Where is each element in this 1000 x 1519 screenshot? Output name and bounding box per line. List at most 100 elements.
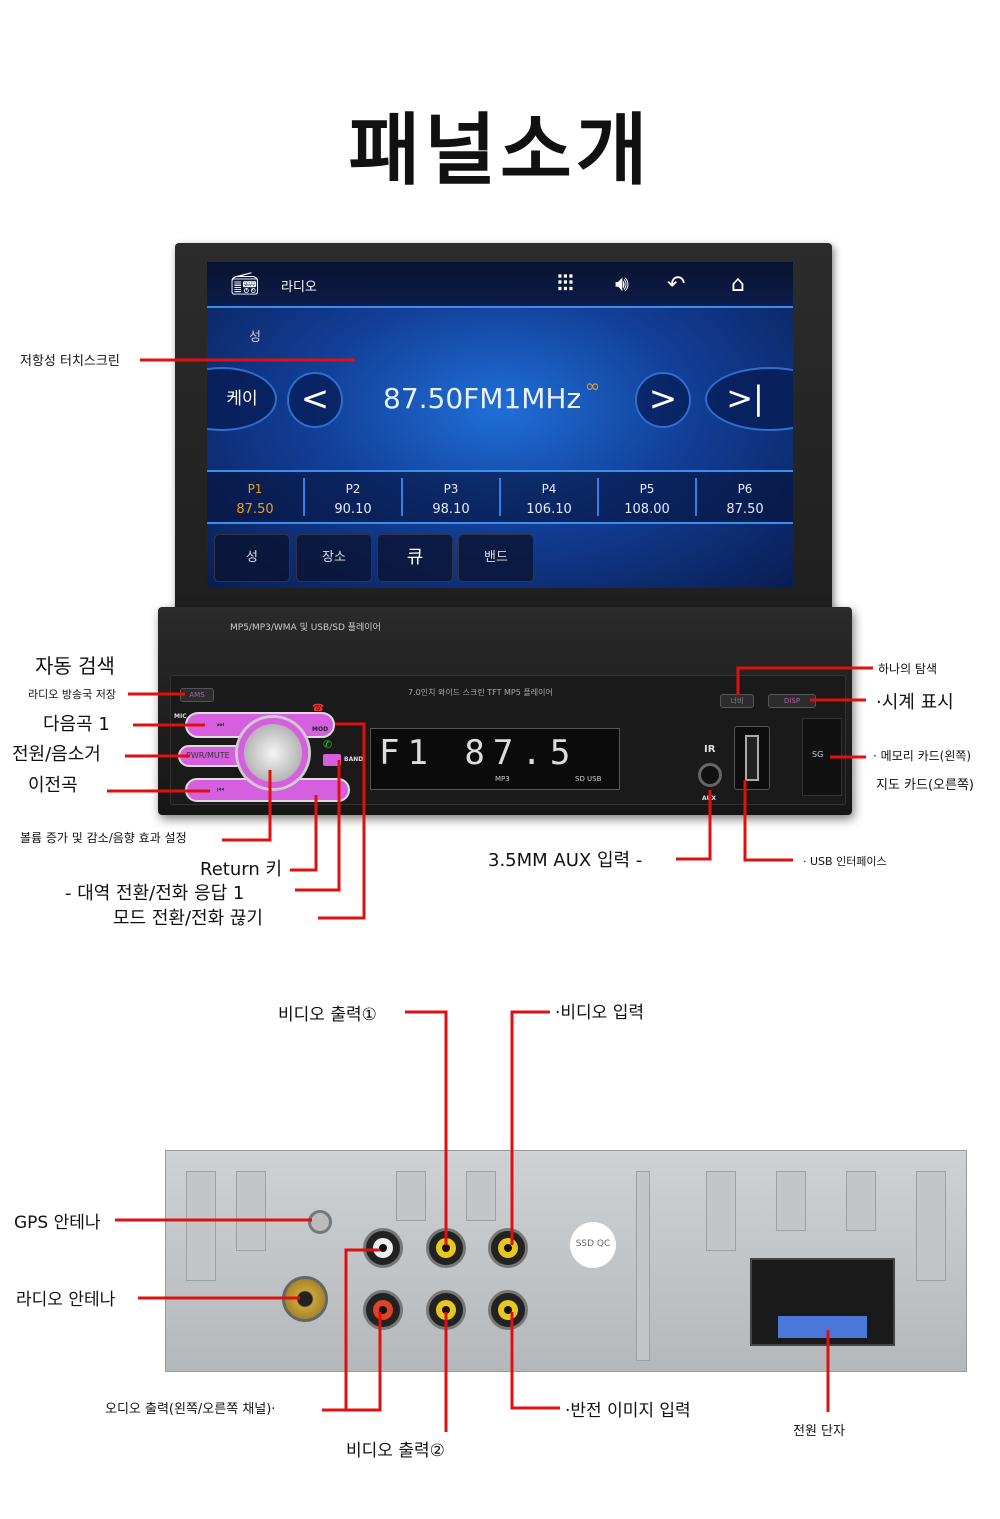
panel-rib bbox=[846, 1171, 876, 1231]
prev-station-button[interactable]: < bbox=[287, 372, 343, 428]
preset-p1[interactable]: P1 87.50 bbox=[207, 478, 305, 517]
screen-topbar: 📻︎ 라디오 ⫶⫶⫶ 🔊︎ ↶ ⌂ bbox=[207, 262, 793, 308]
aux-jack[interactable] bbox=[698, 763, 722, 787]
preset-p4[interactable]: P4 106.10 bbox=[501, 478, 599, 517]
preset-name: P5 bbox=[639, 482, 655, 496]
preset-value: 87.50 bbox=[726, 502, 764, 517]
left-seek-button[interactable]: 케이 bbox=[207, 367, 277, 431]
label-memory-card: · 메모리 카드(왼쪽) bbox=[873, 749, 972, 763]
label-next-track: 다음곡 1 bbox=[43, 714, 110, 735]
label-aux: 3.5MM AUX 입력 - bbox=[488, 850, 643, 871]
left-seek-label: 케이 bbox=[226, 389, 258, 409]
phone-answer-icon: ✆ bbox=[323, 738, 333, 751]
front-display: F1 87.5 MP3 SD USB bbox=[370, 728, 620, 790]
panel-rib bbox=[916, 1171, 946, 1281]
label-reverse-input: ·반전 이미지 입력 bbox=[565, 1401, 691, 1421]
touch-screen[interactable]: 📻︎ 라디오 ⫶⫶⫶ 🔊︎ ↶ ⌂ 성 케이 < 87.50FM1MHz ∞ >… bbox=[207, 262, 793, 588]
usb-port[interactable] bbox=[734, 726, 770, 790]
ir-label: IR bbox=[704, 744, 716, 755]
skip-end-button[interactable]: >| bbox=[705, 367, 793, 431]
preset-p2[interactable]: P2 90.10 bbox=[305, 478, 403, 517]
label-usb: · USB 인터페이스 bbox=[803, 855, 887, 868]
home-icon[interactable]: ⌂ bbox=[731, 272, 745, 297]
label-save-station: 라디오 방송국 저장 bbox=[28, 688, 116, 701]
label-band: - 대역 전환/전화 응답 1 bbox=[65, 883, 245, 904]
label-gps: GPS 안테나 bbox=[14, 1213, 101, 1233]
label-touchscreen: 저항성 터치스크린 bbox=[20, 354, 120, 369]
ams-button[interactable]: AMS bbox=[180, 688, 214, 702]
preset-name: P4 bbox=[541, 482, 557, 496]
screen-button-band[interactable]: 밴드 bbox=[458, 534, 534, 582]
disp-button[interactable]: DISP bbox=[768, 694, 816, 708]
label-mode: 모드 전환/전화 끊기 bbox=[113, 908, 263, 929]
equalizer-icon[interactable]: ⫶⫶⫶ bbox=[557, 272, 574, 297]
sg-label: SG bbox=[812, 750, 824, 759]
nav-button[interactable]: 너비 bbox=[720, 694, 754, 708]
panel-rib bbox=[706, 1171, 736, 1251]
band-label: BAND bbox=[344, 756, 364, 763]
video-out-jack-yellow[interactable] bbox=[426, 1228, 466, 1268]
label-volume: 볼륨 증가 및 감소/음향 효과 설정 bbox=[20, 831, 187, 845]
preset-value: 106.10 bbox=[526, 502, 572, 517]
preset-value: 98.10 bbox=[432, 502, 470, 517]
panel-rib bbox=[636, 1171, 650, 1361]
label-audio-out: 오디오 출력(왼쪽/오른쪽 채널)· bbox=[105, 1402, 276, 1417]
qc-sticker: SSD QC bbox=[570, 1222, 616, 1268]
label-power-terminal: 전원 단자 bbox=[793, 1424, 845, 1439]
station-label: 성 bbox=[249, 330, 261, 345]
model-text: 7.0인치 와이드 스크린 TFT MP5 플레이어 bbox=[408, 688, 553, 697]
preset-value: 90.10 bbox=[334, 502, 372, 517]
mod-label: MOD bbox=[312, 726, 329, 733]
phone-hangup-icon: ☎ bbox=[312, 703, 325, 714]
preset-value: 108.00 bbox=[624, 502, 670, 517]
label-video-out-1: 비디오 출력① bbox=[278, 1005, 377, 1025]
label-prev-track: 이전곡 bbox=[28, 775, 78, 796]
stereo-icon: ∞ bbox=[585, 376, 600, 397]
screen-button-queue[interactable]: 큐 bbox=[377, 534, 453, 582]
radio-antenna-port[interactable] bbox=[282, 1276, 328, 1322]
reverse-camera-jack[interactable] bbox=[488, 1290, 528, 1330]
panel-rib bbox=[236, 1171, 266, 1251]
aux-label: AUX bbox=[702, 795, 716, 802]
label-map-card: 지도 카드(오른쪽) bbox=[876, 778, 974, 793]
panel-rib bbox=[396, 1171, 426, 1221]
volume-icon[interactable]: 🔊︎ bbox=[615, 272, 629, 297]
next-station-button[interactable]: > bbox=[635, 372, 691, 428]
audio-out-red-jack[interactable] bbox=[363, 1290, 403, 1330]
back-icon[interactable]: ↶ bbox=[667, 272, 686, 297]
label-clock: ·시계 표시 bbox=[876, 692, 954, 713]
screen-button-station[interactable]: 성 bbox=[214, 534, 290, 582]
radio-icon[interactable]: 📻︎ bbox=[231, 272, 259, 297]
power-connector[interactable] bbox=[750, 1258, 895, 1346]
preset-name: P2 bbox=[345, 482, 361, 496]
preset-name: P1 bbox=[247, 482, 263, 496]
screen-header-title: 라디오 bbox=[281, 280, 317, 295]
display-source: SD USB bbox=[575, 775, 602, 783]
screen-button-place[interactable]: 장소 bbox=[296, 534, 372, 582]
mic-label: MIC bbox=[174, 713, 187, 720]
label-nav: 하나의 탐색 bbox=[878, 662, 938, 676]
volume-knob[interactable] bbox=[238, 718, 308, 788]
panel-rib bbox=[186, 1171, 216, 1281]
label-power-mute: 전원/음소거 bbox=[12, 744, 101, 765]
panel-rib bbox=[466, 1171, 496, 1221]
video-in-jack[interactable] bbox=[488, 1228, 528, 1268]
label-return: Return 키 bbox=[200, 859, 283, 880]
display-mode: MP3 bbox=[495, 775, 510, 783]
preset-value: 87.50 bbox=[236, 502, 274, 517]
label-auto-search: 자동 검색 bbox=[35, 654, 115, 678]
band-button[interactable] bbox=[323, 754, 341, 766]
label-radio-antenna: 라디오 안테나 bbox=[16, 1290, 116, 1310]
label-video-in: ·비디오 입력 bbox=[555, 1003, 645, 1023]
video-out-2-jack[interactable] bbox=[426, 1290, 466, 1330]
gps-antenna-port[interactable] bbox=[308, 1210, 332, 1234]
label-video-out-2: 비디오 출력② bbox=[346, 1441, 445, 1461]
player-caption: MP5/MP3/WMA 및 USB/SD 플레이어 bbox=[230, 623, 381, 633]
display-readout: F1 87.5 bbox=[379, 733, 579, 773]
preset-p5[interactable]: P5 108.00 bbox=[599, 478, 697, 517]
video-out-1-jack[interactable] bbox=[363, 1228, 403, 1268]
page-title: 패널소개 bbox=[348, 106, 652, 196]
